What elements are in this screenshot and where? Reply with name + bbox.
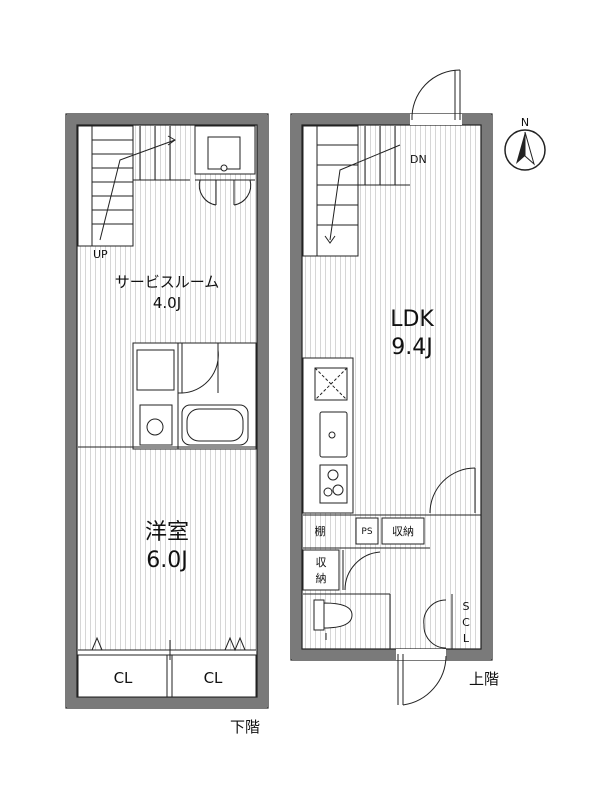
lower-floor: UP サービスルーム 4.0J <box>65 113 269 736</box>
upper-bottom-door <box>396 649 447 706</box>
upper-floor: DN LDK 9.4J 棚 PS 収納 <box>290 69 499 706</box>
upper-stairs <box>302 125 410 257</box>
scl-closet <box>423 594 453 649</box>
compass-ring-icon <box>504 129 546 171</box>
storage-small-label: 収納 <box>392 525 414 538</box>
lower-closets <box>77 636 257 698</box>
kitchen-counter <box>302 357 354 514</box>
lower-stairs <box>77 125 190 247</box>
ldk-name: LDK <box>390 307 434 332</box>
toilet <box>303 593 391 649</box>
lower-wash-cabinet <box>194 125 256 175</box>
scl-char-l: L <box>463 632 470 645</box>
service-room-size: 4.0J <box>153 294 181 312</box>
shelf-label: 棚 <box>315 524 326 538</box>
western-room-size: 6.0J <box>146 548 187 573</box>
upper-top-door <box>410 69 462 125</box>
scl-char-c: C <box>462 616 470 629</box>
lower-floor-caption: 下階 <box>230 718 260 736</box>
closet-right-label: CL <box>204 669 223 687</box>
vertical-storage-char-1: 収 <box>316 556 327 569</box>
service-room-name: サービスルーム <box>115 273 220 291</box>
lower-stair-label: UP <box>93 248 108 261</box>
pipe-space-label: PS <box>361 527 372 537</box>
compass-label: N <box>521 116 529 129</box>
upper-floor-caption: 上階 <box>469 670 499 688</box>
upper-storage-row <box>303 514 481 549</box>
ldk-size: 9.4J <box>391 335 432 360</box>
upper-corridor-door <box>429 467 476 514</box>
scl-char-s: S <box>463 600 470 613</box>
lower-cabinet-doors <box>195 179 255 206</box>
upper-vertical-storage <box>302 549 381 591</box>
western-room-name: 洋室 <box>145 520 189 545</box>
north-arrow-icon <box>516 132 525 164</box>
vertical-storage-char-2: 納 <box>316 572 327 585</box>
bathroom-block <box>132 342 257 450</box>
closet-left-label: CL <box>114 669 133 687</box>
compass: N <box>504 116 546 171</box>
upper-stair-label: DN <box>410 153 427 166</box>
